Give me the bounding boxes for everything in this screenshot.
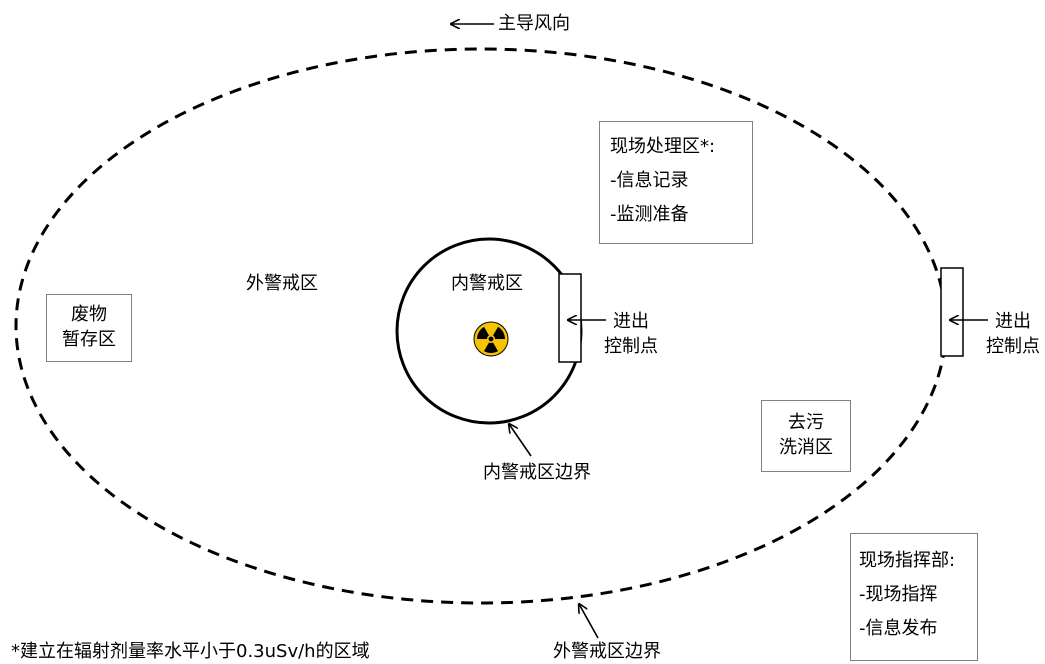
outer-zone-label: 外警戒区: [246, 273, 318, 294]
outer-boundary-pointer: [579, 604, 599, 639]
waste-area-line1: 废物: [71, 304, 107, 325]
command-post-item: -信息发布: [859, 618, 938, 639]
outer-boundary-label: 外警戒区边界: [553, 641, 661, 662]
command-post-item: -现场指挥: [859, 584, 938, 605]
waste-area-line2: 暂存区: [62, 329, 116, 350]
inner-checkpoint-line2: 控制点: [604, 336, 658, 357]
inner-checkpoint-label: 进出 控制点: [600, 309, 662, 359]
inner-checkpoint-marker: [558, 273, 582, 363]
onsite-processing-title: 现场处理区*:: [610, 136, 716, 157]
inner-checkpoint-line1: 进出: [613, 311, 649, 332]
onsite-processing-item: -监测准备: [610, 204, 689, 225]
inner-zone-label: 内警戒区: [451, 273, 523, 294]
outer-checkpoint-label: 进出 控制点: [982, 309, 1044, 359]
inner-boundary-pointer: [509, 424, 532, 457]
onsite-processing-area: 现场处理区*: -信息记录 -监测准备: [599, 121, 753, 244]
footnote: *建立在辐射剂量率水平小于0.3uSv/h的区域: [11, 641, 370, 662]
decontamination-area: 去污 洗消区: [761, 400, 851, 472]
radiation-icon: [473, 321, 509, 357]
waste-storage-area: 废物 暂存区: [46, 294, 132, 362]
outer-checkpoint-line1: 进出: [995, 311, 1031, 332]
outer-checkpoint-marker: [940, 267, 964, 357]
inner-boundary-label: 内警戒区边界: [483, 462, 591, 483]
decon-area-line2: 洗消区: [779, 437, 833, 458]
command-post-area: 现场指挥部: -现场指挥 -信息发布: [850, 533, 978, 661]
onsite-processing-item: -信息记录: [610, 170, 689, 191]
command-post-title: 现场指挥部:: [859, 550, 956, 571]
outer-checkpoint-line2: 控制点: [986, 336, 1040, 357]
wind-direction-label: 主导风向: [498, 13, 570, 34]
decon-area-line1: 去污: [788, 412, 824, 433]
